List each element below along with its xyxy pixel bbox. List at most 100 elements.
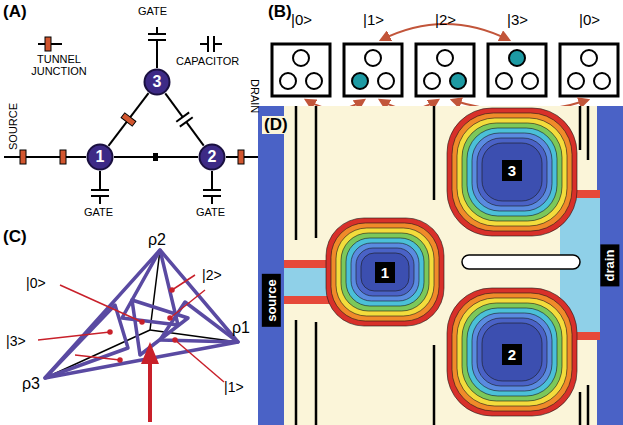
region-label: 1 [381,264,389,281]
contour-ring [472,313,552,391]
contour-ring [472,133,552,211]
drawing-part [207,36,209,52]
wire-stub [153,153,158,161]
contour-ring [477,138,547,206]
electrode-label: drain [600,244,619,286]
contour-ring [341,233,429,311]
drawing-part [45,37,51,51]
drawing-part [108,330,112,334]
region-label: 2 [508,346,516,363]
drawing-part [447,288,577,416]
drawing-part [295,320,298,425]
dot-site [378,73,394,89]
drawing-part [211,171,213,190]
incident-arrow [141,342,159,422]
dot-site [581,50,597,66]
drawing-part [148,39,166,41]
text-label: |0> [26,276,46,291]
dot-site [280,73,296,89]
drawing-part [433,345,436,425]
drawing-part [315,322,318,425]
island-circle: 3 [143,68,171,96]
tunnel-junction-symbol [121,113,136,126]
dot-number: 3 [143,68,171,96]
contour-ring [477,318,547,386]
contour-ring [356,248,414,296]
drawing-part [488,44,546,96]
panel-letter: (B) [268,3,292,21]
dot-site [306,73,322,89]
drawing-part [45,250,238,378]
region-label: source [263,279,278,322]
drawing-part [99,196,101,204]
drawing-part [91,189,109,191]
drawing-part [173,338,177,342]
drawing-part [587,385,590,425]
drawing-part [296,106,588,425]
drawing-part [587,106,590,160]
dot-number: 2 [198,143,226,171]
drawing-part [200,43,208,45]
phase-diagram-axes [45,250,238,378]
dot-label: 1 [375,262,395,283]
region-label: drain [602,249,617,281]
drawing-part [214,43,222,45]
text-label: GATE [138,6,167,18]
drawing-part [168,316,172,320]
drawing-part [344,44,402,96]
element-symbol [176,112,192,126]
potential-map [258,106,623,425]
element-symbol [121,113,136,126]
dot-site [496,73,512,89]
contour-ring [331,223,439,321]
drawing-part [141,342,159,364]
wire [108,93,148,146]
dot-site [424,73,440,89]
drawing-part [238,150,244,164]
element-symbol [153,153,158,161]
text-label: |0> [291,12,312,28]
drawing-part [326,218,444,326]
region-label: 3 [508,162,516,179]
drawing-part [20,150,26,164]
drawing-part [258,106,284,425]
text-label: GATE [196,207,225,219]
text-label: ρ2 [148,232,166,249]
drawing-part [172,275,195,290]
drawing-part [38,332,110,340]
drawing-part [132,300,188,355]
contour-ring [462,303,562,401]
drawing-part [579,392,582,425]
drawing-part [170,290,205,318]
dot-label: 2 [502,344,522,365]
dot-site [450,73,466,89]
drawing-part [60,285,142,322]
phase-diagram-lines [45,250,238,378]
contour-ring [482,143,542,201]
contour-ring [336,228,434,316]
dot-site [594,73,610,89]
drawing-part [597,106,623,425]
drawing-part [433,106,436,200]
drawing-part [170,288,174,292]
text-label: ρ1 [232,320,250,337]
contour-ring [452,293,572,411]
drawing-part [272,44,330,96]
text-label: |2> [435,12,456,28]
contour-ring [462,123,562,221]
contour-ring [346,238,424,306]
capacitor-plate [180,117,193,126]
drawing-part [148,362,152,422]
text-label: |1> [224,380,244,395]
text-label: TUNNEL JUNCTION [24,54,94,77]
island-circle: 2 [198,143,226,171]
drawing-part [45,305,128,378]
text-label: |3> [507,12,528,28]
contour-ring [467,308,557,396]
dot-site [437,50,453,66]
panel-letter: (A) [3,3,27,21]
drawing-part [156,40,158,68]
drawing-part [75,355,120,360]
drawing-part [99,171,101,190]
text-label: DRAIN [248,79,260,113]
